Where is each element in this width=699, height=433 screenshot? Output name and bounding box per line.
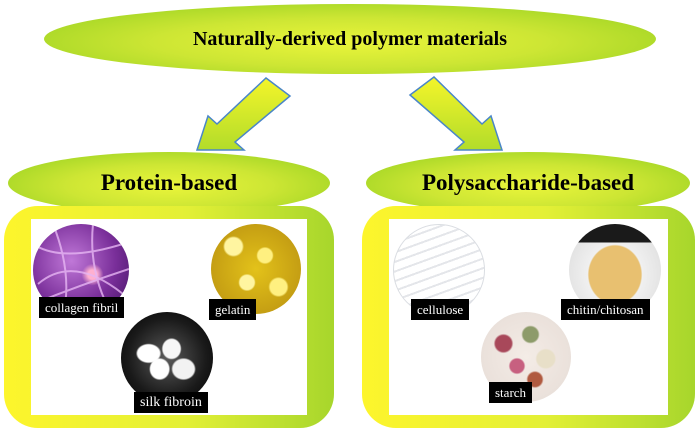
polysaccharide-panel: cellulose chitin/chitosan starch	[362, 206, 695, 428]
silk-fibroin-image	[121, 312, 213, 404]
protein-panel: collagen fibril gelatin silk fibroin	[4, 206, 334, 428]
chitin-chitosan-label: chitin/chitosan	[561, 299, 650, 320]
cellulose-label: cellulose	[411, 299, 470, 320]
starch-label: starch	[489, 382, 533, 403]
arrow-left	[195, 77, 292, 151]
gelatin-label: gelatin	[209, 299, 257, 320]
root-node: Naturally-derived polymer materials	[44, 4, 656, 74]
collagen-fibril-label: collagen fibril	[39, 297, 125, 318]
polysaccharide-based-node: Polysaccharide-based	[366, 152, 690, 214]
arrow-right	[408, 76, 504, 151]
silk-fibroin-label: silk fibroin	[134, 392, 208, 413]
protein-panel-content: collagen fibril gelatin silk fibroin	[31, 219, 307, 415]
polysaccharide-based-heading: Polysaccharide-based	[421, 170, 635, 195]
root-title: Naturally-derived polymer materials	[192, 27, 507, 50]
protein-based-heading: Protein-based	[100, 170, 238, 195]
protein-based-node: Protein-based	[8, 152, 330, 214]
polysaccharide-panel-content: cellulose chitin/chitosan starch	[389, 219, 668, 415]
